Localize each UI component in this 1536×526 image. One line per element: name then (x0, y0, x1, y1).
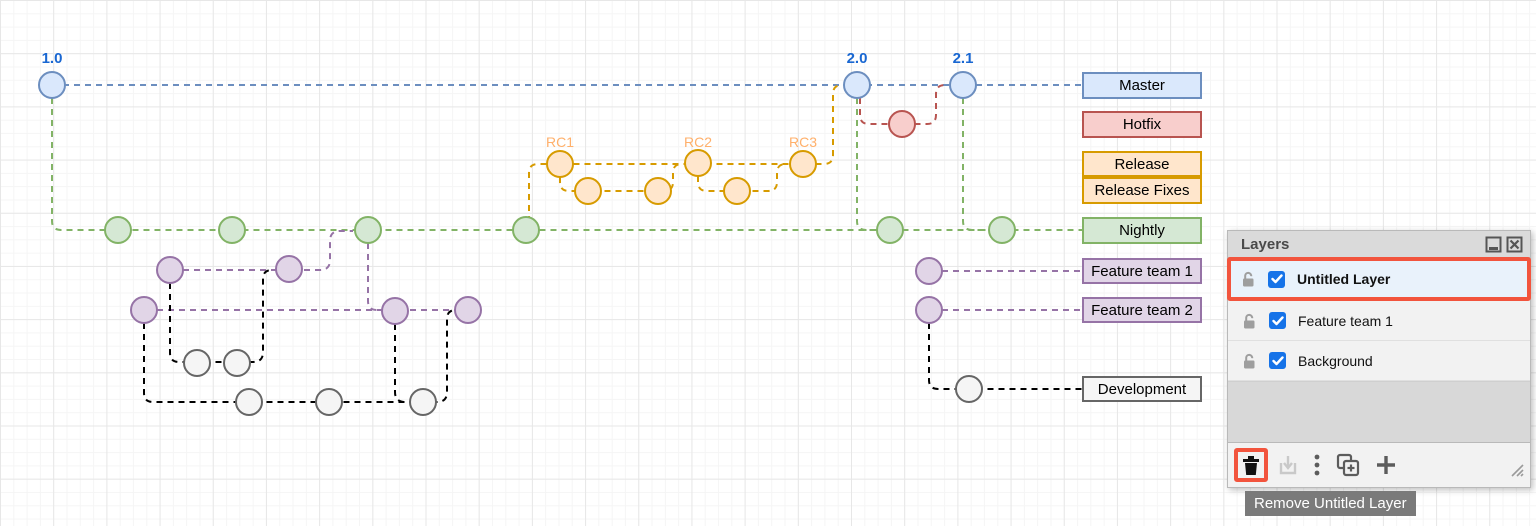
commit-node-purple[interactable] (454, 296, 482, 324)
duplicate-layer-icon (1336, 453, 1360, 477)
branch-edge-nightly-merge-2.1[interactable] (962, 98, 989, 231)
layer-row-untitled-layer[interactable]: Untitled Layer (1227, 257, 1531, 301)
unlock-icon (1244, 353, 1255, 368)
commit-node-orange[interactable] (684, 149, 712, 177)
version-tag-2-1[interactable]: 2.1 (952, 50, 974, 67)
plus-icon (1377, 456, 1395, 474)
branch-edge-release-fixes[interactable] (559, 163, 683, 192)
layers-panel-titlebar[interactable]: Layers (1228, 231, 1530, 258)
branch-label-release-fixes[interactable]: Release Fixes (1082, 177, 1202, 204)
commit-node-green[interactable] (876, 216, 904, 244)
close-icon (1506, 236, 1523, 252)
branch-edge-dev-task-2[interactable] (143, 309, 457, 403)
commit-node-purple[interactable] (130, 296, 158, 324)
unlock-icon (1244, 313, 1255, 328)
layer-name: Untitled Layer (1297, 271, 1391, 287)
move-to-layer-icon (1279, 456, 1297, 475)
commit-node-blue[interactable] (843, 71, 871, 99)
layer-lock-toggle[interactable] (1241, 313, 1257, 329)
commit-node-gray[interactable] (183, 349, 211, 377)
duplicate-layer-button[interactable] (1335, 452, 1361, 478)
layer-visibility-checkbox[interactable] (1269, 352, 1286, 369)
commit-node-gray[interactable] (315, 388, 343, 416)
unlock-icon (1243, 271, 1254, 287)
commit-node-gray[interactable] (409, 388, 437, 416)
rc-tag-rc1[interactable]: RC1 (545, 134, 575, 150)
remove-layer-button[interactable] (1240, 453, 1262, 477)
branch-label-nightly[interactable]: Nightly (1082, 217, 1202, 244)
minimize-button[interactable] (1484, 235, 1503, 254)
layers-empty-area (1228, 381, 1530, 442)
branch-label-master[interactable]: Master (1082, 72, 1202, 99)
layer-visibility-checkbox[interactable] (1268, 270, 1285, 288)
commit-node-gray[interactable] (955, 375, 983, 403)
remove-layer-highlight (1234, 448, 1268, 482)
branch-edge-release-fixes[interactable] (697, 163, 787, 192)
commit-node-green[interactable] (354, 216, 382, 244)
commit-node-orange[interactable] (546, 150, 574, 178)
branch-edge-hotfix[interactable] (859, 84, 946, 125)
branch-edge-feature-team-1[interactable] (183, 230, 353, 271)
commit-node-green[interactable] (104, 216, 132, 244)
rc-tag-rc3[interactable]: RC3 (788, 134, 818, 150)
layer-name: Background (1298, 352, 1373, 369)
layers-panel-title: Layers (1241, 235, 1290, 253)
layer-lock-toggle[interactable] (1241, 353, 1257, 369)
commit-node-orange[interactable] (789, 150, 817, 178)
minimize-icon (1485, 236, 1502, 252)
layer-row-background[interactable]: Background (1228, 341, 1530, 381)
branch-edge-feature-team-2[interactable] (367, 243, 378, 311)
layers-toolbar (1228, 442, 1530, 487)
layer-lock-toggle[interactable] (1240, 271, 1256, 287)
move-selection-button[interactable] (1277, 454, 1299, 476)
branch-label-feature-team-1[interactable]: Feature team 1 (1082, 258, 1202, 284)
branch-edge-development[interactable] (928, 323, 1082, 390)
commit-node-orange[interactable] (574, 177, 602, 205)
tooltip: Remove Untitled Layer (1245, 491, 1416, 516)
branch-label-development[interactable]: Development (1082, 376, 1202, 402)
commit-node-purple[interactable] (156, 256, 184, 284)
add-layer-button[interactable] (1375, 454, 1397, 476)
layer-visibility-checkbox[interactable] (1269, 312, 1286, 329)
layer-row-feature-team-1[interactable]: Feature team 1 (1228, 301, 1530, 341)
check-icon (1270, 274, 1283, 284)
check-icon (1271, 315, 1284, 325)
check-icon (1271, 355, 1284, 365)
branch-edge-release[interactable] (528, 84, 843, 222)
resize-grip-icon (1511, 464, 1524, 477)
commit-node-blue[interactable] (38, 71, 66, 99)
commit-node-green[interactable] (988, 216, 1016, 244)
commit-node-blue[interactable] (949, 71, 977, 99)
commit-node-green[interactable] (218, 216, 246, 244)
commit-node-green[interactable] (512, 216, 540, 244)
branch-edge-dev-task-1[interactable] (169, 269, 273, 363)
commit-node-orange[interactable] (644, 177, 672, 205)
rc-tag-rc2[interactable]: RC2 (683, 134, 713, 150)
trash-icon (1243, 456, 1259, 475)
branch-label-release[interactable]: Release (1082, 151, 1202, 177)
branch-edge-nightly[interactable] (51, 98, 1082, 231)
branch-edge-dev-task-2[interactable] (394, 324, 406, 403)
version-tag-1-0[interactable]: 1.0 (41, 50, 63, 67)
panel-resize-grip[interactable] (1509, 464, 1524, 482)
branch-label-hotfix[interactable]: Hotfix (1082, 111, 1202, 138)
version-tag-2-0[interactable]: 2.0 (846, 50, 868, 67)
commit-node-purple[interactable] (915, 257, 943, 285)
branch-edge-nightly-merge-2.0[interactable] (856, 98, 877, 231)
commit-node-purple[interactable] (381, 297, 409, 325)
layer-menu-button[interactable] (1313, 453, 1321, 477)
commit-node-purple[interactable] (915, 296, 943, 324)
commit-node-orange[interactable] (723, 177, 751, 205)
vertical-dots-icon (1314, 454, 1320, 476)
commit-node-purple[interactable] (275, 255, 303, 283)
commit-node-gray[interactable] (223, 349, 251, 377)
layer-name: Feature team 1 (1298, 312, 1393, 329)
branch-label-feature-team-2[interactable]: Feature team 2 (1082, 297, 1202, 323)
commit-node-gray[interactable] (235, 388, 263, 416)
commit-node-red[interactable] (888, 110, 916, 138)
close-button[interactable] (1505, 235, 1524, 254)
